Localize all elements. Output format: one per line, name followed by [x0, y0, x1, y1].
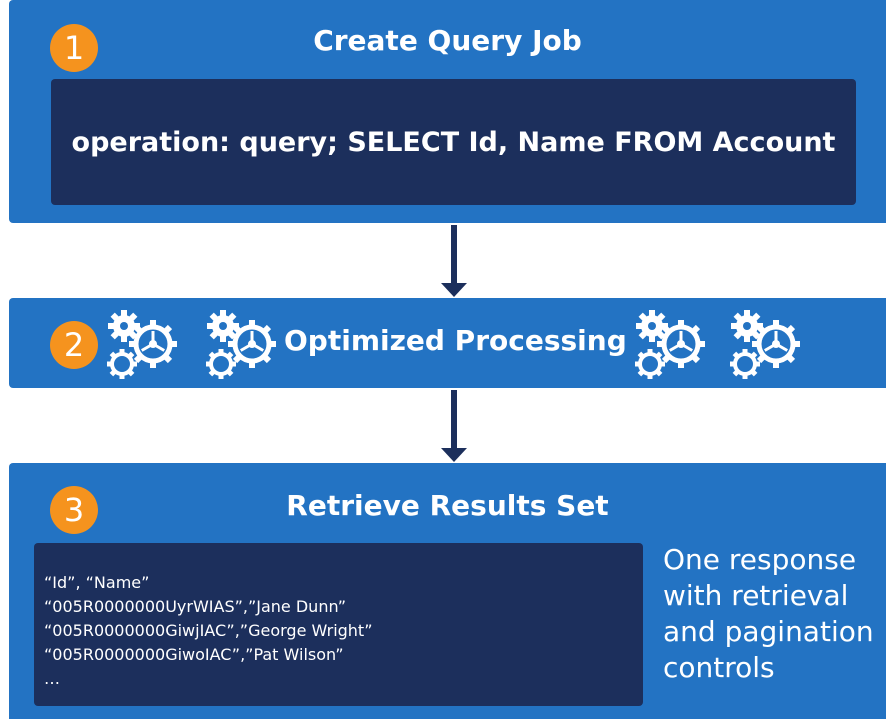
step-3-badge: 3 — [50, 486, 98, 534]
query-box: operation: query; SELECT Id, Name FROM A… — [51, 79, 856, 205]
arrow-down-icon — [441, 225, 467, 299]
step-3-panel: 3 Retrieve Results Set “Id”, “Name” “005… — [9, 463, 886, 719]
step-2-panel: 2 Optimized Processing — [9, 298, 886, 388]
arrow-down-icon — [441, 390, 467, 464]
gears-icon — [632, 308, 706, 380]
step-1-panel: 1 Create Query Job operation: query; SEL… — [9, 0, 886, 223]
results-box: “Id”, “Name” “005R0000000UyrWIAS”,”Jane … — [34, 543, 643, 706]
step-2-title: Optimized Processing — [284, 324, 627, 357]
step-2-badge: 2 — [50, 321, 98, 369]
step-1-title: Create Query Job — [313, 24, 582, 57]
step-1-badge: 1 — [50, 24, 98, 72]
result-line: “Id”, “Name” — [44, 573, 150, 592]
query-text: operation: query; SELECT Id, Name FROM A… — [71, 126, 836, 158]
results-list: “Id”, “Name” “005R0000000UyrWIAS”,”Jane … — [44, 571, 373, 691]
note-line: with retrieval — [663, 579, 849, 612]
result-line: “005R0000000GiwjIAC”,”George Wright” — [44, 621, 373, 640]
note-line: controls — [663, 651, 775, 684]
note-line: One response — [663, 543, 857, 576]
note-line: and pagination — [663, 615, 874, 648]
gears-icon — [203, 308, 277, 380]
gears-icon — [104, 308, 178, 380]
result-line: “005R0000000GiwoIAC”,”Pat Wilson” — [44, 645, 344, 664]
gears-icon — [727, 308, 801, 380]
result-line: “005R0000000UyrWIAS”,”Jane Dunn” — [44, 597, 347, 616]
step-3-title: Retrieve Results Set — [286, 489, 609, 522]
response-note: One response with retrieval and paginati… — [663, 542, 883, 686]
result-line: … — [44, 669, 60, 688]
